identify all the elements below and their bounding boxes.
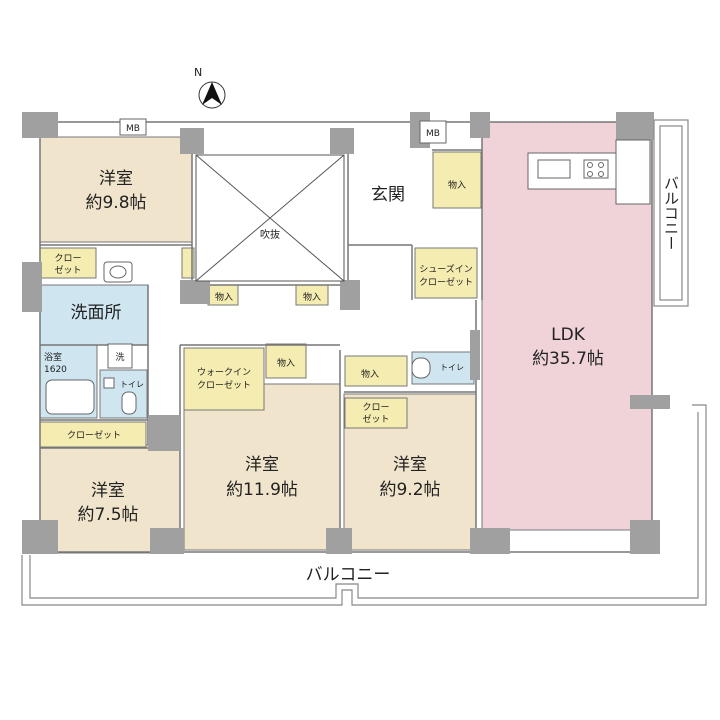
atrium-cross [195,154,345,282]
balcony-outlines [21,119,707,606]
toilet-mid-label: トイレ [440,363,464,372]
ldk-size: 約35.7帖 [532,349,604,369]
mb-left-label: MB [126,124,140,134]
washroom-label: 洗面所 [71,303,122,323]
ldk-name: LDK [551,325,586,345]
washroom-room [39,284,149,346]
balcony-south-label: バルコニー [306,565,391,585]
storage-hall-1-label: 物入 [215,291,233,303]
toilet-left-label: トイレ [120,380,144,389]
shoe-closet-line1: シューズイン [419,263,473,275]
storage-atrium-fill [181,247,195,279]
storage-walkin-label: 物入 [277,357,295,369]
storage-entrance-fill [432,151,482,209]
storage-entrance-label: 物入 [448,179,466,191]
western-se-size: 約9.2帖 [379,480,440,500]
bath-label: 浴室 [44,351,62,363]
western-nw-name: 洋室 [99,169,133,189]
kitchen-island [527,139,651,205]
western-sw-size: 約7.5帖 [77,505,138,525]
compass: N [194,66,226,109]
western-se-name: 洋室 [393,455,427,475]
bath-size: 1620 [44,365,67,375]
closet-sw-label: クローゼット [67,429,121,441]
western-nw-room [39,136,193,243]
western-center-size: 約11.9帖 [226,480,298,500]
washer-label: 洗 [115,351,124,363]
closet-nw-line2: ゼット [54,264,81,276]
closet-mid-line2: ゼット [362,413,389,425]
western-sw-name: 洋室 [91,481,125,501]
closet-mid-fill [344,397,408,429]
entrance-label: 玄関 [371,185,405,205]
western-center-name: 洋室 [245,455,279,475]
balcony-east-label: バルコニー [662,176,680,251]
shoe-closet-fill [414,247,478,299]
walkin-line1: ウォークイン [197,367,251,378]
closet-nw-line1: クロー [54,253,81,264]
storage-hall-2-label: 物入 [303,291,321,303]
closet-sw-fill [39,421,147,448]
compass-north: N [194,66,202,79]
closet-mid-line1: クロー [362,402,389,413]
storage-mid-fill [344,355,408,387]
shoe-closet-line2: クローゼット [419,276,473,288]
storage-mid-label: 物入 [361,368,379,380]
fixtures [45,261,431,415]
western-nw-size: 約9.8帖 [85,193,146,213]
storage-walkin-fill [265,343,307,379]
walkin-fill [183,347,265,411]
mb-right-label: MB [426,129,440,139]
walkin-line2: クローゼット [197,379,251,391]
atrium-label: 吹抜 [260,228,280,241]
